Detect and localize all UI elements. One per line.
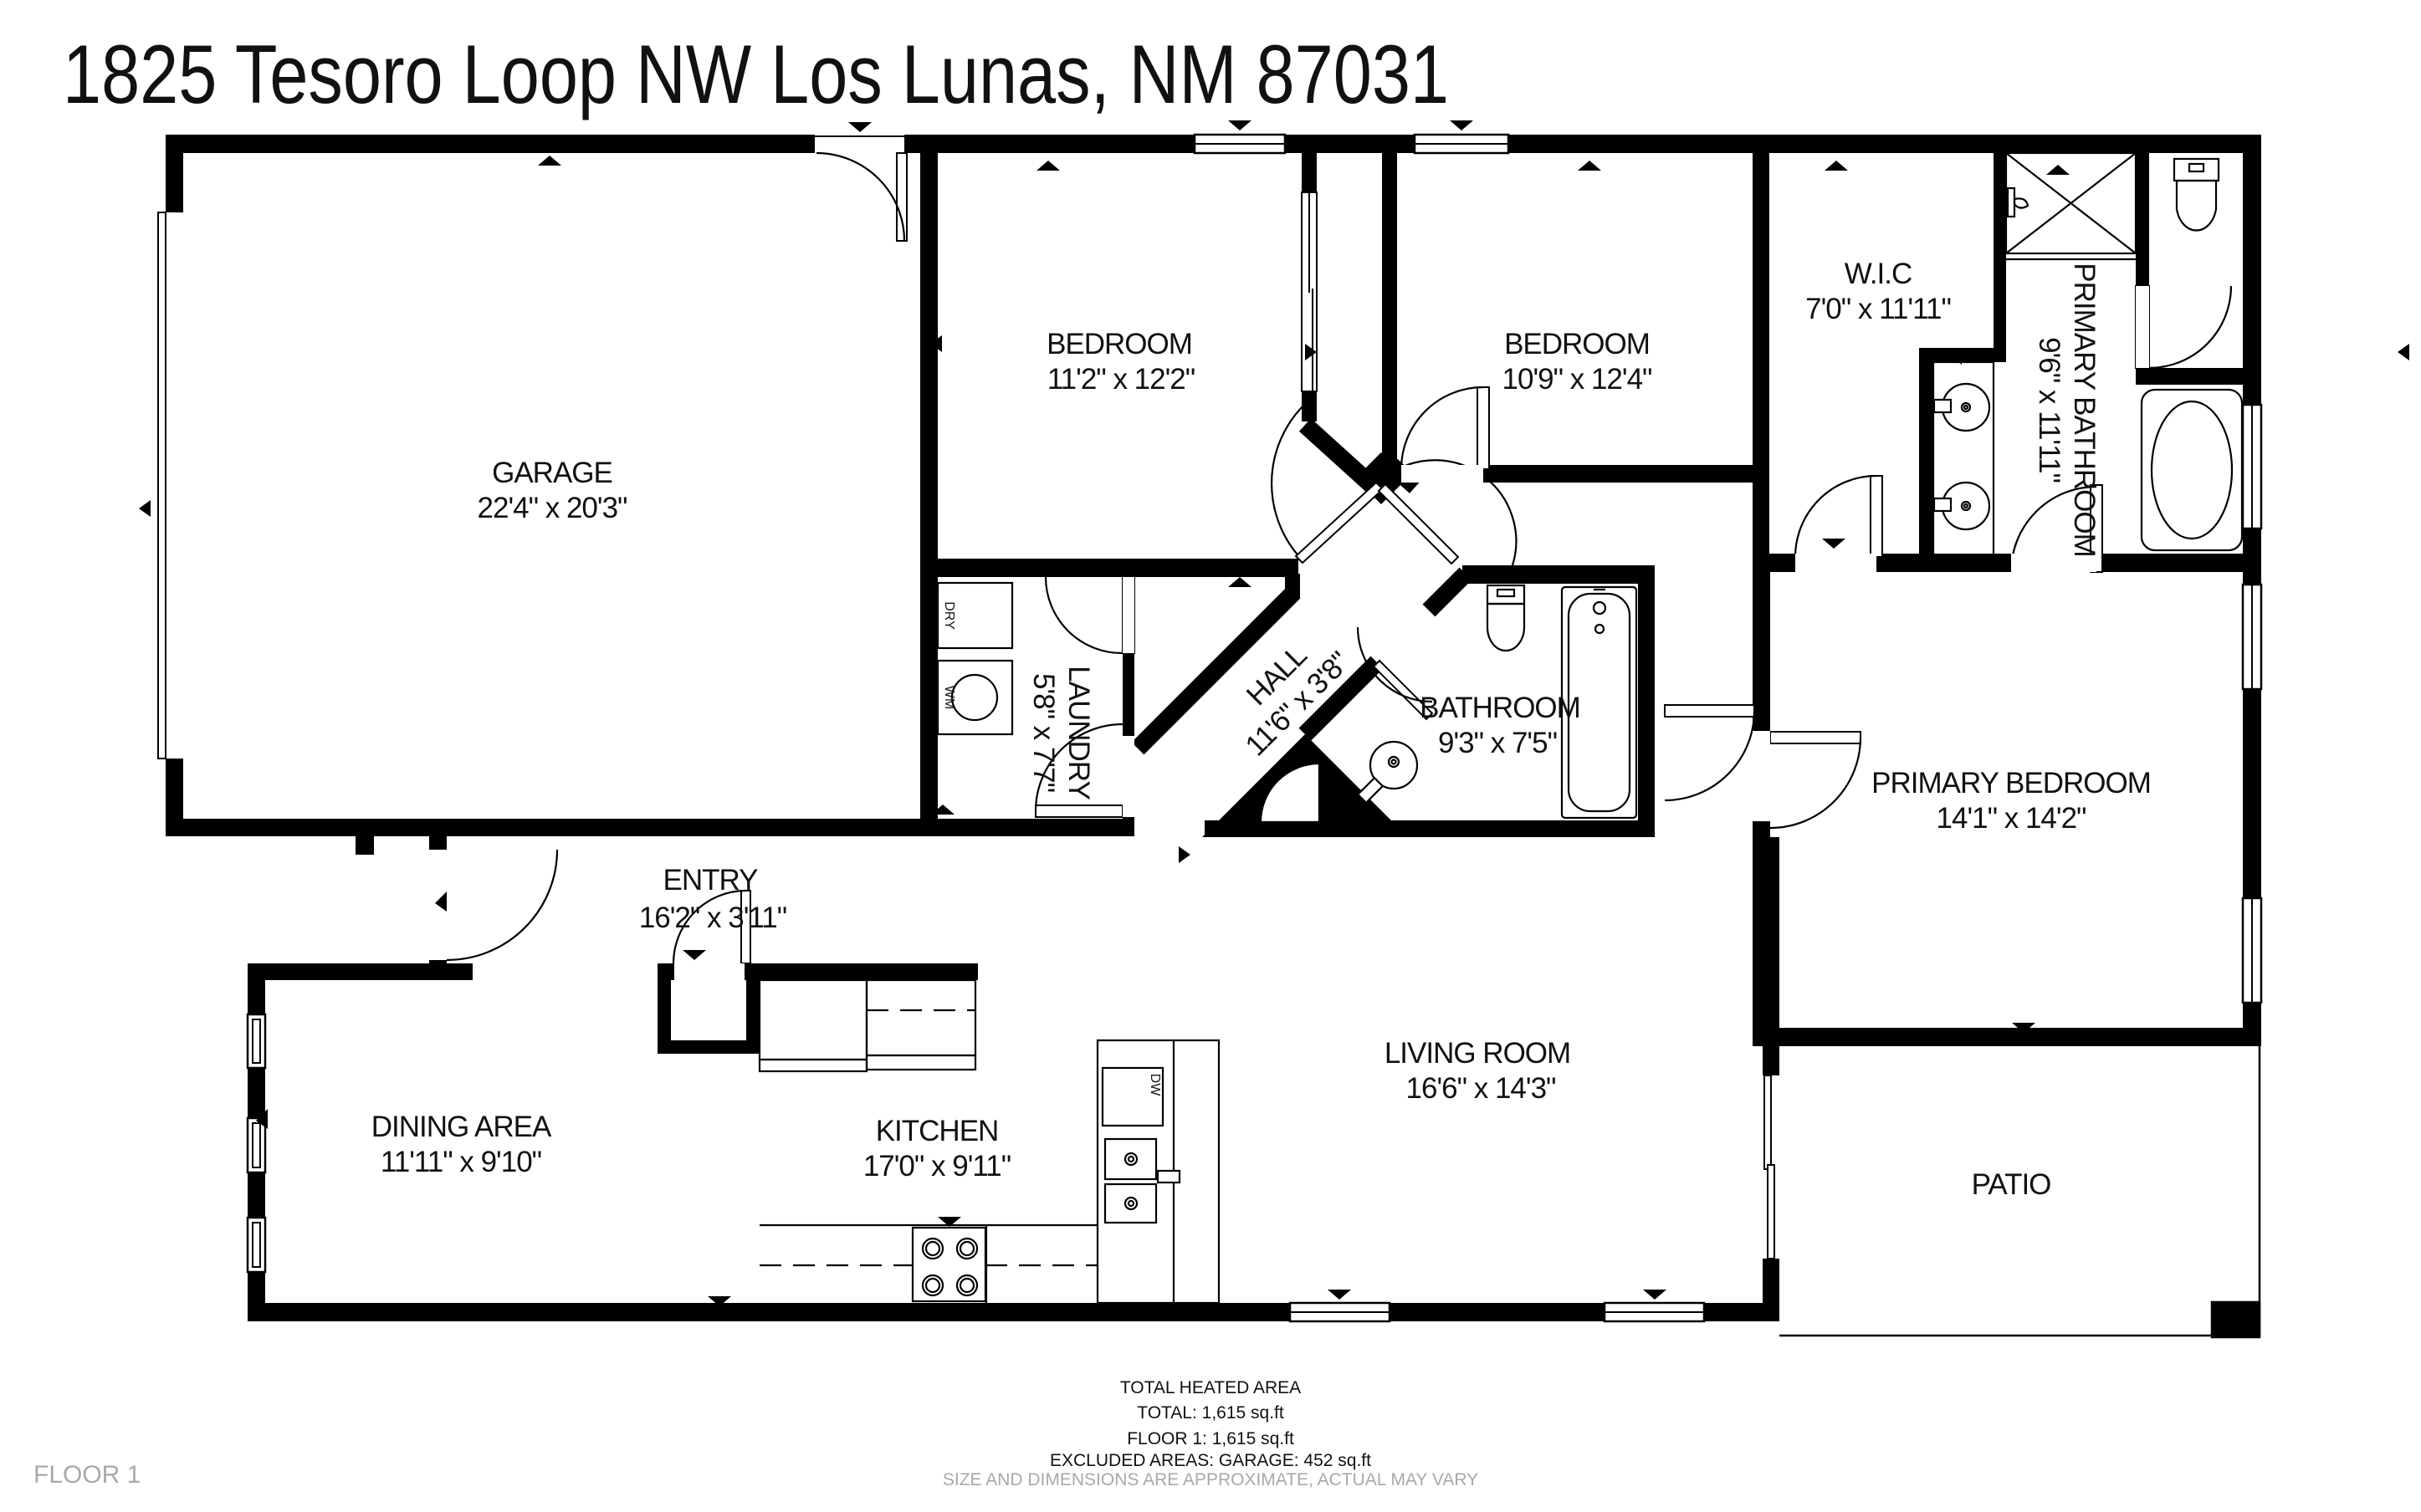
- svg-text:PRIMARY BATHROOM: PRIMARY BATHROOM: [2068, 263, 2101, 557]
- svg-text:KITCHEN: KITCHEN: [876, 1115, 999, 1147]
- svg-text:11'2" x 12'2": 11'2" x 12'2": [1047, 363, 1195, 396]
- svg-text:PATIO: PATIO: [1972, 1168, 2051, 1201]
- svg-text:W.I.C: W.I.C: [1845, 258, 1912, 290]
- svg-text:10'9" x 12'4": 10'9" x 12'4": [1502, 363, 1652, 396]
- svg-text:FLOOR 1: FLOOR 1: [33, 1461, 141, 1489]
- svg-text:TOTAL HEATED AREA: TOTAL HEATED AREA: [1120, 1378, 1301, 1397]
- svg-text:SIZE AND DIMENSIONS ARE APPROX: SIZE AND DIMENSIONS ARE APPROXIMATE, ACT…: [943, 1470, 1478, 1489]
- svg-text:BEDROOM: BEDROOM: [1504, 328, 1650, 360]
- svg-text:LAUNDRY: LAUNDRY: [1062, 666, 1095, 799]
- svg-text:1825 Tesoro Loop NW Los Lunas,: 1825 Tesoro Loop NW Los Lunas, NM 87031: [63, 28, 1449, 120]
- svg-text:BATHROOM: BATHROOM: [1420, 692, 1580, 724]
- svg-text:EXCLUDED AREAS: GARAGE: 452 sq: EXCLUDED AREAS: GARAGE: 452 sq.ft: [1050, 1451, 1371, 1470]
- svg-text:22'4" x 20'3": 22'4" x 20'3": [478, 492, 627, 524]
- svg-text:17'0" x 9'11": 17'0" x 9'11": [863, 1150, 1011, 1183]
- svg-text:DW: DW: [1148, 1074, 1162, 1097]
- svg-text:11'11" x 9'10": 11'11" x 9'10": [381, 1146, 541, 1178]
- svg-text:9'3" x 7'5": 9'3" x 7'5": [1438, 727, 1557, 759]
- svg-text:LIVING ROOM: LIVING ROOM: [1385, 1037, 1570, 1070]
- svg-text:9'6" x 11'11": 9'6" x 11'11": [2033, 337, 2065, 483]
- svg-text:DINING AREA: DINING AREA: [371, 1111, 552, 1143]
- svg-text:BEDROOM: BEDROOM: [1047, 328, 1192, 360]
- svg-text:16'2" x 3'11": 16'2" x 3'11": [639, 902, 786, 934]
- svg-text:7'0" x 11'11": 7'0" x 11'11": [1805, 293, 1951, 325]
- svg-text:DRY: DRY: [942, 601, 956, 630]
- svg-text:TOTAL: 1,615 sq.ft: TOTAL: 1,615 sq.ft: [1137, 1403, 1284, 1423]
- svg-text:14'1" x 14'2": 14'1" x 14'2": [1937, 802, 2086, 835]
- svg-text:ENTRY: ENTRY: [663, 864, 759, 896]
- svg-text:16'6" x 14'3": 16'6" x 14'3": [1406, 1072, 1556, 1105]
- svg-text:5'8" x 7'7": 5'8" x 7'7": [1027, 673, 1060, 792]
- svg-text:WM: WM: [942, 686, 956, 709]
- svg-text:FLOOR 1: 1,615 sq.ft: FLOOR 1: 1,615 sq.ft: [1127, 1429, 1294, 1448]
- svg-text:PRIMARY BEDROOM: PRIMARY BEDROOM: [1871, 767, 2151, 799]
- svg-text:GARAGE: GARAGE: [492, 457, 612, 489]
